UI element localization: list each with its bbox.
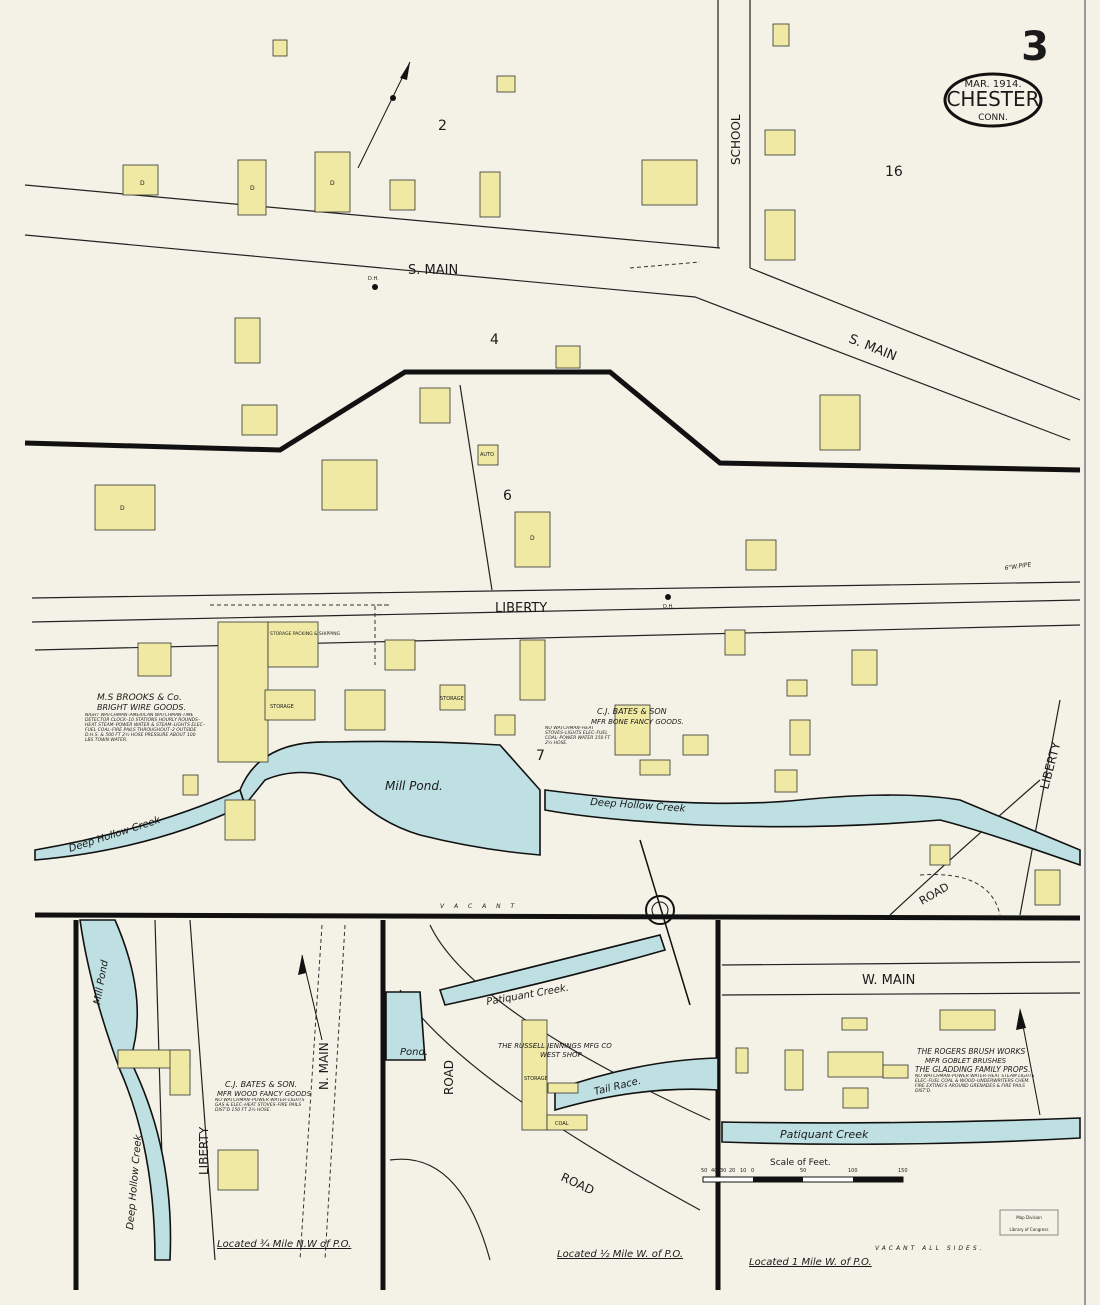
svg-text:Library of Congress: Library of Congress [1010,1227,1049,1232]
bates-wood-notes: NO WATCHMAN–POWER WATER–LIGHTS GAS & ELE… [215,1098,305,1113]
block-number: 7 [536,748,545,764]
block-boundary [24,369,1081,473]
svg-text:C.J. BATES & SON: C.J. BATES & SON [597,707,667,716]
library-stamp: Map Division Library of Congress [999,1209,1059,1236]
rogers-notes: NO WATCHMAN–POWER WATER–HEAT STEAM LIGHT… [915,1074,1035,1094]
svg-text:150: 150 [898,1168,908,1174]
street-label: LIBERTY [197,1126,211,1175]
street-label: ROAD [442,1060,456,1095]
location-note: Located 1 Mile W. of P.O. [749,1257,872,1268]
hydrant-label: D.H. [368,276,379,282]
building-label: D [120,505,125,512]
bates-bone-notes: NO WATCHMAN–HEAT STOVES–LIGHTS ELEC–FUEL… [545,726,611,746]
north-arrow-icon [1016,1008,1041,1116]
street-label: LIBERTY [495,601,547,616]
s-main-street [24,0,1081,441]
svg-text:MFR GOBLET BRUSHES: MFR GOBLET BRUSHES [925,1057,1007,1065]
svg-text:MFR BONE FANCY GOODS.: MFR BONE FANCY GOODS. [591,718,684,726]
location-note: Located ¾ Mile N.W of P.O. [217,1239,351,1250]
vacant-note: V A C A N T [440,903,518,910]
vacant-note: VACANT ALL SIDES. [875,1245,985,1252]
building-label: STORAGE [270,704,294,710]
svg-text:WEST SHOP: WEST SHOP [540,1051,583,1059]
hydrant-icon [372,284,378,290]
building-label: STORAGE [440,696,464,702]
svg-text:THE GLADDING FAMILY PROPS.: THE GLADDING FAMILY PROPS. [915,1065,1030,1074]
mill-pond [239,740,541,856]
building-label: AUTO [480,452,494,458]
svg-text:0: 0 [751,1168,754,1174]
building-label: D [250,185,255,192]
block-number: 2 [438,118,447,134]
svg-text:THE RUSSELL JENNINGS MFG CO: THE RUSSELL JENNINGS MFG CO [498,1042,612,1050]
location-note: Located ½ Mile W. of P.O. [557,1248,683,1260]
jennings-label: THE RUSSELL JENNINGS MFG CO WEST SHOP [498,1042,612,1059]
street-label: N. MAIN [317,1042,331,1090]
lot-line [459,384,493,591]
brooks-label: M.S BROOKS & Co. BRIGHT WIRE GOODS. NIGH… [85,693,205,743]
deep-hollow-creek-east [544,789,1081,867]
building-label: D [530,535,535,542]
water-label: Mill Pond. [385,779,443,793]
rogers-label: THE ROGERS BRUSH WORKS MFR GOBLET BRUSHE… [915,1047,1035,1094]
water-label: Patiquant Creek [780,1128,869,1141]
deep-hollow-creek-lower [79,919,172,1261]
bates-bone-label: C.J. BATES & SON MFR BONE FANCY GOODS. N… [545,707,684,746]
hydrant-label: D.H. [663,604,674,610]
block-number: 4 [490,332,499,348]
svg-text:100: 100 [848,1168,858,1174]
pipe-note: 6"W.PIPE [1004,561,1032,572]
building-label: STORAGE PACKING & SHIPPING [270,631,341,637]
street-label: SCHOOL [729,114,743,165]
svg-text:THE ROGERS BRUSH WORKS: THE ROGERS BRUSH WORKS [917,1047,1025,1056]
svg-text:20: 20 [729,1168,735,1174]
state-name: CONN. [978,113,1008,123]
pond [385,991,426,1061]
svg-text:C.J. BATES & SON.: C.J. BATES & SON. [225,1080,297,1089]
svg-text:BRIGHT WIRE GOODS.: BRIGHT WIRE GOODS. [97,703,186,712]
water-label: Pond. [400,1047,428,1058]
sheet-divider [34,912,1081,921]
block-number: 16 [885,164,903,180]
town-name: CHESTER [946,87,1039,111]
brooks-notes: NIGHT WATCHMAN–AMERICAN WATCHMAN-TIME DE… [85,713,205,743]
svg-text:Map Division: Map Division [1016,1215,1042,1220]
block-number: 6 [503,488,512,504]
patiquant-creek-upper [438,934,667,1006]
svg-text:M.S BROOKS & Co.: M.S BROOKS & Co. [97,693,182,703]
hydrant-icon [665,594,671,600]
buildings [94,23,1061,1191]
street-label: S. MAIN [408,263,458,278]
building-label: COAL [555,1121,569,1127]
north-arrow-icon [298,954,323,1041]
building-label: D [140,180,145,187]
svg-text:Scale of Feet.: Scale of Feet. [770,1158,831,1168]
patiquant-creek-lower [721,1117,1081,1146]
svg-text:MFR WOOD FANCY GOODS: MFR WOOD FANCY GOODS [217,1090,312,1098]
svg-text:50: 50 [800,1168,806,1174]
svg-text:30: 30 [720,1168,726,1174]
svg-text:50: 50 [701,1168,707,1174]
tail-race [554,1057,719,1112]
liberty-street [31,581,1081,665]
bates-wood-label: C.J. BATES & SON. MFR WOOD FANCY GOODS N… [215,1080,312,1113]
scale-bar: Scale of Feet. 50 40 30 20 10 0 50 100 1… [701,1158,908,1183]
north-arrow-icon [357,61,411,169]
sheet-number: 3 [1021,24,1049,70]
building-label: D [330,180,335,187]
svg-text:40: 40 [711,1168,717,1174]
title-cartouche [943,72,1043,128]
map-date: MAR. 1914. [964,79,1021,90]
street-label: W. MAIN [862,973,915,988]
compass-rose-icon [639,839,691,1006]
building-label: STORAGE [524,1076,548,1082]
svg-text:10: 10 [740,1168,746,1174]
